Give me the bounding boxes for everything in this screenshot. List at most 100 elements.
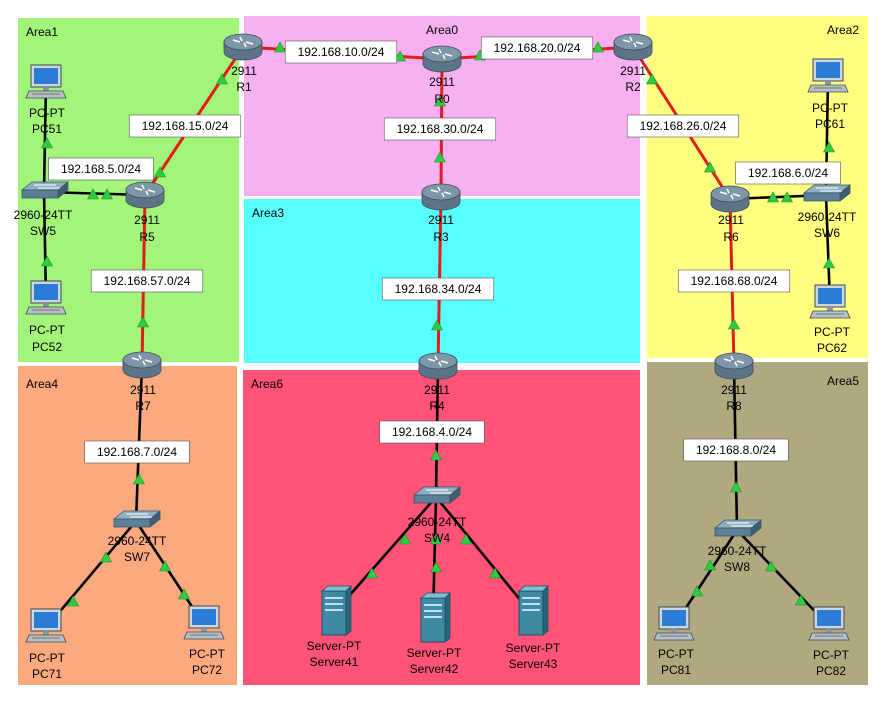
link-light-icon [273,41,287,53]
device-name-label: SW7 [124,550,150,564]
network-label-n20: 192.168.20.0/24 [480,36,594,60]
server-icon [517,585,549,636]
device-model-label: 2960-24TT [108,534,167,548]
router-icon [223,33,263,61]
router-icon [710,185,750,213]
device-model-label: 2960-24TT [14,208,73,222]
network-label-n8: 192.168.8.0/24 [683,438,789,462]
device-model-label: PC-PT [29,106,66,120]
device-model-label: PC-PT [29,651,66,665]
switch-sw5[interactable]: 2960-24TT SW5 [14,181,73,238]
pc-icon [25,280,67,315]
area-label: Area1 [26,25,58,39]
network-label-box [480,36,594,60]
link-sw4-server43 [434,496,533,614]
device-name-label: SW5 [30,224,56,238]
device-name-label: PC71 [32,667,62,681]
area-label: Area2 [827,23,859,37]
link-light-icon [822,141,836,153]
area-label: Area6 [251,377,283,391]
router-icon [125,181,165,209]
pc-pc71[interactable]: PC-PT PC71 [25,608,67,681]
link-light-icon [703,161,717,173]
link-light-icon [40,137,54,149]
device-name-label: R2 [625,80,641,94]
network-label-box [383,117,497,141]
device-name-label: Server42 [410,662,459,676]
link-light-icon [398,533,412,545]
link-light-icon [822,257,836,269]
link-light-icon [729,481,743,493]
network-label-box [735,161,841,185]
network-label-text: 192.168.8.0/24 [696,443,776,457]
pc-icon [25,64,67,99]
network-label-n6: 192.168.6.0/24 [735,161,841,185]
device-name-label: SW8 [724,560,750,574]
router-icon [714,352,754,380]
device-name-label: R6 [723,230,739,244]
network-label-n34: 192.168.34.0/24 [381,277,495,301]
link-light-icon [429,533,443,545]
switch-sw7[interactable]: 2960-24TT SW7 [108,510,167,564]
network-label-text: 192.168.20.0/24 [494,41,581,55]
network-label-n10: 192.168.10.0/24 [284,40,398,64]
link-light-icon [177,588,191,600]
switch-icon [112,510,162,528]
network-label-n4: 192.168.4.0/24 [379,420,485,444]
link-light-icon [690,585,704,597]
link-light-icon [86,188,100,200]
network-label-box [683,438,789,462]
device-model-label: PC-PT [658,647,695,661]
network-label-box [90,269,204,293]
device-model-label: 2960-24TT [798,210,857,224]
device-model-label: 2960-24TT [708,544,767,558]
router-icon [418,352,458,380]
network-label-n68: 192.168.68.0/24 [677,269,791,293]
switch-sw8[interactable]: 2960-24TT SW8 [708,519,767,574]
link-light-icon [433,95,447,107]
link-light-icon [215,73,229,85]
link-light-icon [393,50,407,62]
area-label: Area5 [827,374,859,388]
pc-icon [807,58,849,93]
link-light-icon [645,73,659,85]
link-light-icon [40,255,54,267]
switch-icon [802,184,852,202]
server-icon [320,585,352,636]
link-light-icon [429,561,443,573]
router-icon [421,183,461,211]
device-model-label: PC-PT [814,325,851,339]
link-light-icon [488,567,502,579]
pc-icon [183,605,225,640]
pc-icon [25,608,67,643]
network-label-n30: 192.168.30.0/24 [383,117,497,141]
device-model-label: 2911 [424,383,450,397]
link-light-icon [136,316,150,328]
device-name-label: R1 [236,80,252,94]
link-lights-layer [40,41,836,607]
device-name-label: Server41 [310,655,359,669]
